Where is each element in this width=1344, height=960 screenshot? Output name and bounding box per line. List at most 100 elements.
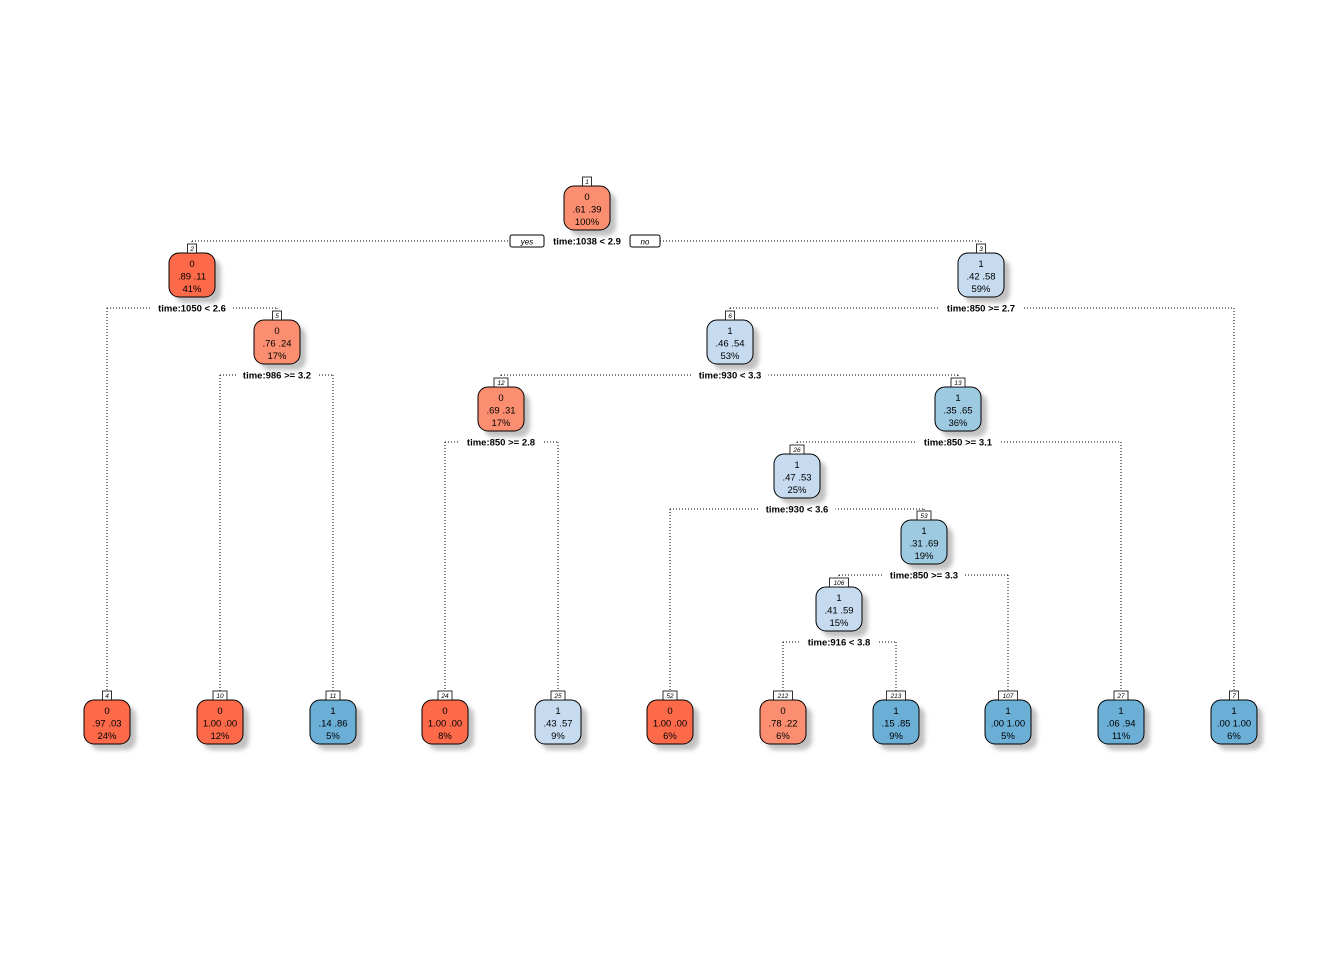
tree-edges bbox=[106, 240, 1235, 691]
node-probabilities: .35 .65 bbox=[943, 406, 972, 417]
node-class: 0 bbox=[584, 192, 589, 203]
node-percent: 8% bbox=[438, 731, 452, 742]
node-probabilities: .00 1.00 bbox=[1217, 719, 1251, 730]
node-percent: 6% bbox=[1227, 731, 1241, 742]
node-class: 1 bbox=[727, 326, 732, 337]
svg-text:yes: yes bbox=[520, 238, 533, 247]
node-class: 0 bbox=[217, 706, 222, 717]
node-number: 25 bbox=[553, 693, 562, 700]
node-number: 10 bbox=[216, 693, 224, 700]
node-probabilities: 1.00 .00 bbox=[428, 719, 462, 730]
node-probabilities: 1.00 .00 bbox=[653, 719, 687, 730]
split-label-bg bbox=[758, 503, 836, 514]
node-number-tag bbox=[212, 690, 228, 701]
node-number-tag bbox=[437, 690, 453, 701]
node-class: 1 bbox=[1005, 706, 1010, 717]
node-class: 1 bbox=[794, 460, 799, 471]
node-number: 213 bbox=[890, 693, 902, 700]
node-number-tag bbox=[493, 377, 509, 388]
tree-node-11: 111.14 .865% bbox=[309, 690, 362, 750]
node-number-tag bbox=[102, 690, 112, 701]
node-number-tag bbox=[272, 310, 282, 321]
node-probabilities: .89 .11 bbox=[178, 272, 206, 283]
split-label-bg bbox=[917, 436, 999, 447]
node-percent: 17% bbox=[491, 418, 511, 429]
split-rule-106: time:916 < 3.8 bbox=[808, 638, 871, 649]
node-probabilities: .97 .03 bbox=[92, 719, 121, 730]
node-probabilities: 1.00 .00 bbox=[203, 719, 237, 730]
node-class: 0 bbox=[442, 706, 447, 717]
node-class: 1 bbox=[893, 706, 898, 717]
node-probabilities: .31 .69 bbox=[909, 539, 938, 550]
node-number: 11 bbox=[330, 693, 337, 700]
node-probabilities: .41 .59 bbox=[824, 606, 853, 617]
node-percent: 36% bbox=[948, 418, 968, 429]
node-number-tag bbox=[582, 176, 592, 187]
split-rule-6: time:930 < 3.3 bbox=[699, 371, 762, 382]
node-number: 107 bbox=[1003, 693, 1014, 700]
node-number-tag bbox=[550, 690, 566, 701]
node-percent: 9% bbox=[551, 731, 565, 742]
node-class: 0 bbox=[274, 326, 279, 337]
node-percent: 59% bbox=[971, 284, 991, 295]
node-percent: 41% bbox=[182, 284, 202, 295]
node-class: 0 bbox=[498, 393, 503, 404]
split-label-bg bbox=[151, 302, 233, 313]
node-probabilities: .69 .31 bbox=[486, 406, 515, 417]
node-number: 4 bbox=[105, 693, 109, 700]
tree-node-107: 107 1 .00 1.005% bbox=[984, 690, 1037, 750]
node-number-tag bbox=[829, 577, 849, 588]
node-number-tag bbox=[325, 690, 341, 701]
svg-text:no: no bbox=[641, 238, 650, 247]
node-number: 26 bbox=[792, 447, 801, 454]
node-number: 12 bbox=[497, 380, 505, 387]
node-number-tag bbox=[662, 690, 678, 701]
node-number: 7 bbox=[1232, 693, 1236, 700]
node-class: 1 bbox=[1231, 706, 1236, 717]
node-number: 212 bbox=[777, 693, 789, 700]
split-label-bg bbox=[691, 369, 769, 380]
branch-yes-label: yes bbox=[509, 234, 545, 248]
node-class: 1 bbox=[836, 593, 841, 604]
node-number: 24 bbox=[440, 693, 449, 700]
node-probabilities: .14 .86 bbox=[318, 719, 347, 730]
node-number-tag bbox=[976, 243, 986, 254]
node-number-tag bbox=[998, 690, 1018, 701]
split-label-bg bbox=[236, 369, 318, 380]
node-number-tag bbox=[916, 510, 932, 521]
node-number: 13 bbox=[954, 380, 962, 387]
split-rule-5: time:986 >= 3.2 bbox=[243, 371, 311, 382]
node-number-tag bbox=[1113, 690, 1129, 701]
node-class: 0 bbox=[104, 706, 109, 717]
node-probabilities: .78 .22 bbox=[768, 719, 797, 730]
node-number-tag bbox=[1229, 690, 1239, 701]
split-rule-1: time:1038 < 2.9 bbox=[553, 237, 621, 248]
node-probabilities: .00 1.00 bbox=[991, 719, 1025, 730]
split-label-bg bbox=[460, 436, 542, 447]
node-percent: 19% bbox=[914, 551, 934, 562]
node-number-tag bbox=[725, 310, 735, 321]
branch-no-label: no bbox=[629, 234, 661, 248]
tree-node-7: 7 1 .00 1.006% bbox=[1210, 690, 1263, 750]
node-percent: 24% bbox=[97, 731, 117, 742]
node-percent: 12% bbox=[210, 731, 230, 742]
node-number: 106 bbox=[834, 580, 845, 587]
node-probabilities: .06 .94 bbox=[1106, 719, 1135, 730]
node-probabilities: .76 .24 bbox=[262, 339, 291, 350]
node-number-tag bbox=[886, 690, 906, 701]
node-percent: 5% bbox=[1001, 731, 1015, 742]
split-rule-12: time:850 >= 2.8 bbox=[467, 438, 535, 449]
node-class: 1 bbox=[1118, 706, 1123, 717]
node-class: 1 bbox=[330, 706, 335, 717]
